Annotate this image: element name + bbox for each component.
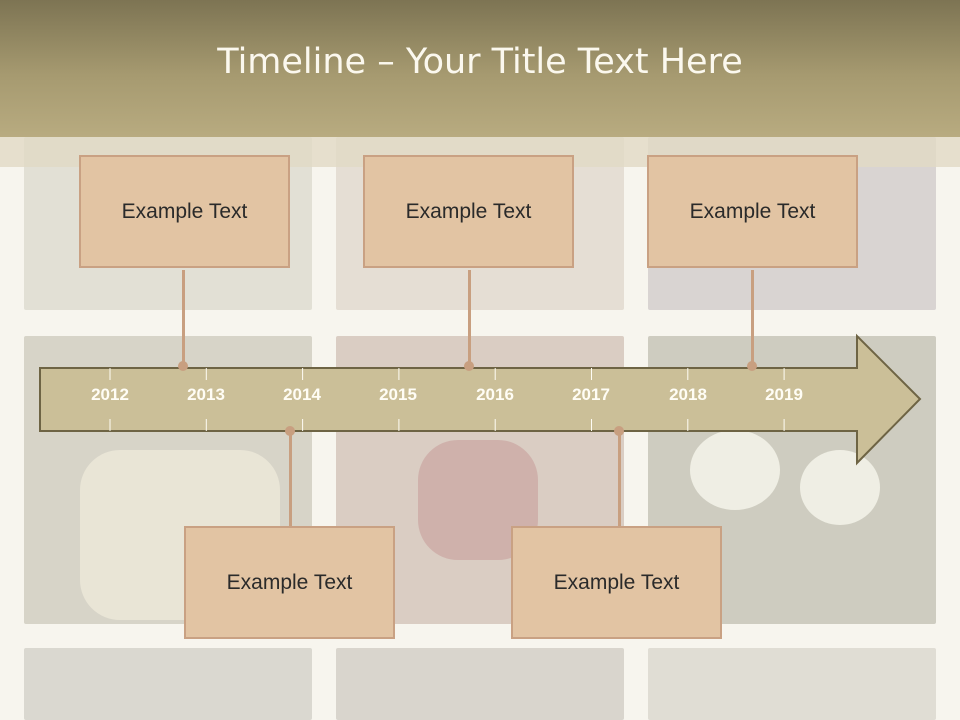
title-header [0,0,960,137]
event-box-top-3[interactable]: Example Text [647,155,858,268]
event-label: Example Text [553,570,680,594]
event-connector [182,270,185,366]
event-box-bottom-2[interactable]: Example Text [511,526,722,639]
slide-title: Timeline – Your Title Text Here [217,42,743,82]
photo-tile [648,648,936,720]
event-box-bottom-1[interactable]: Example Text [184,526,395,639]
event-connector [751,270,754,366]
event-connector [618,431,621,527]
timeline-arrow [39,333,922,466]
event-label: Example Text [226,570,353,594]
year-label: 2016 [476,385,514,404]
event-marker [285,426,295,436]
roses-photo-hint [690,430,780,510]
year-label: 2019 [765,385,803,404]
photo-tile [24,648,312,720]
event-label: Example Text [121,199,248,223]
year-label: 2012 [91,385,129,404]
year-label: 2014 [283,385,321,404]
event-label: Example Text [405,199,532,223]
event-marker [747,361,757,371]
event-marker [464,361,474,371]
event-box-top-1[interactable]: Example Text [79,155,290,268]
year-ticks [109,368,785,431]
year-label: 2013 [187,385,225,404]
event-label: Example Text [689,199,816,223]
photo-tile [336,648,624,720]
event-connector [289,431,292,527]
year-label: 2018 [669,385,707,404]
event-marker [178,361,188,371]
event-connector [468,270,471,366]
year-label: 2015 [379,385,417,404]
event-box-top-2[interactable]: Example Text [363,155,574,268]
roses-photo-hint [800,450,880,525]
year-label: 2017 [572,385,610,404]
event-marker [614,426,624,436]
